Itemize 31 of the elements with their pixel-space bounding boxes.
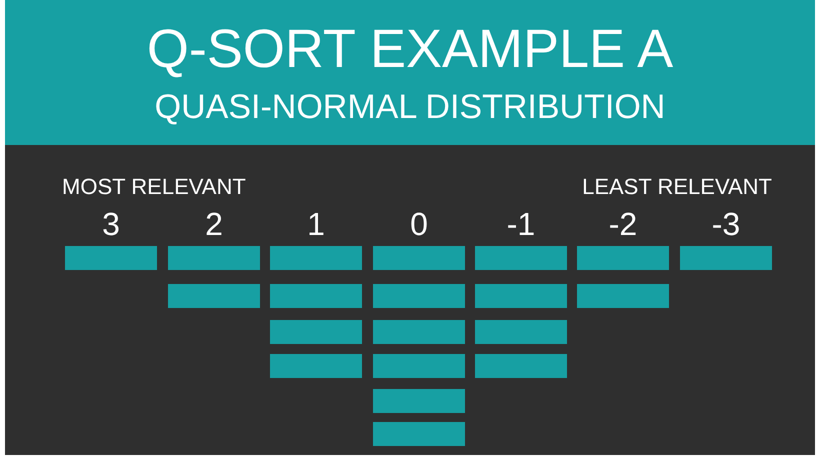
sorting-slot: [270, 284, 362, 308]
sorting-slot: [475, 354, 567, 378]
sorting-slot: [373, 246, 465, 270]
subtitle: QUASI-NORMAL DISTRIBUTION: [154, 90, 666, 124]
column-score: -3: [712, 208, 740, 240]
sorting-slot: [373, 354, 465, 378]
sorting-slot: [373, 284, 465, 308]
sorting-slot: [577, 246, 669, 270]
sorting-slot: [373, 320, 465, 344]
sorting-slot: [168, 284, 260, 308]
column-score: 3: [102, 208, 120, 240]
column-score: -1: [506, 208, 536, 240]
sorting-slot: [475, 246, 567, 270]
sorting-slot: [373, 389, 465, 413]
sorting-slot: [577, 284, 669, 308]
scale-end-label: LEAST RELEVANT: [582, 176, 772, 198]
sorting-slot: [65, 246, 157, 270]
sorting-slot: [373, 422, 465, 446]
column-score: 0: [410, 208, 428, 240]
column-score: -2: [608, 208, 638, 240]
sorting-slot: [475, 320, 567, 344]
title: Q-SORT EXAMPLE A: [146, 22, 674, 76]
sorting-slot: [270, 320, 362, 344]
scale-end-label: MOST RELEVANT: [62, 176, 246, 198]
column-score: 2: [205, 208, 223, 240]
sorting-slot: [680, 246, 772, 270]
sorting-slot: [475, 284, 567, 308]
sorting-slot: [270, 246, 362, 270]
column-score: 1: [307, 208, 325, 240]
sorting-slot: [270, 354, 362, 378]
sorting-slot: [168, 246, 260, 270]
